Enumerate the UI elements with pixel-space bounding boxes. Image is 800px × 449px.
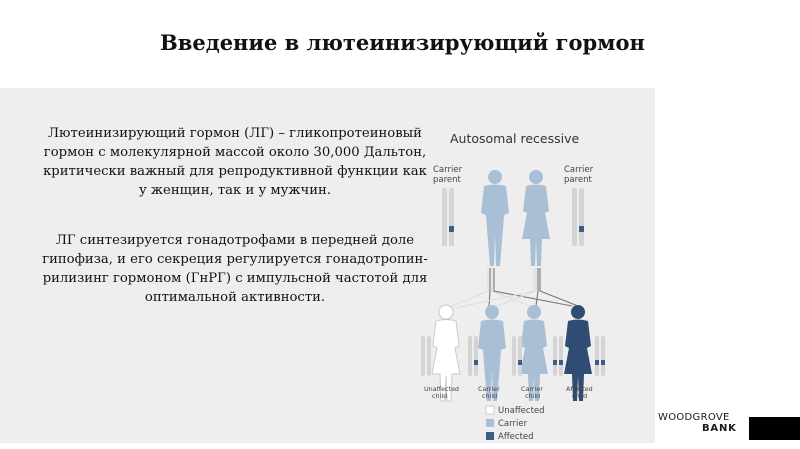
child-2-label-2: child	[482, 392, 497, 400]
parent-left-label-2: parent	[433, 175, 462, 185]
child-3-label-2: child	[525, 392, 540, 400]
child-1-label: Unaffected	[424, 385, 459, 393]
brand-line-1: WOODGROVE	[658, 412, 730, 423]
mother-figure	[522, 170, 550, 266]
child-4-label-2: child	[572, 392, 587, 400]
right-margin	[655, 0, 800, 449]
inheritance-diagram-svg: Autosomal recessive Carrier parent Carri…	[421, 131, 605, 442]
inheritance-arrows	[447, 268, 579, 309]
content-panel	[0, 88, 655, 443]
diagram-title: Autosomal recessive	[450, 131, 579, 146]
legend-carrier-label: Carrier	[498, 419, 528, 429]
child-4-label: Affected	[566, 385, 593, 393]
child-3-label: Carrier	[521, 385, 543, 393]
child-chromosomes	[421, 336, 605, 376]
legend-swatch-carrier	[486, 419, 494, 427]
legend-unaffected-label: Unaffected	[498, 406, 545, 416]
father-figure	[481, 170, 509, 266]
logo-block	[749, 417, 800, 440]
synthesis-paragraph: ЛГ синтезируется гонадотрофами в передне…	[42, 233, 428, 305]
legend-swatch-affected	[486, 432, 494, 440]
intro-paragraph: Лютеинизирующий гормон (ЛГ) – гликопроте…	[43, 126, 427, 198]
child-1-label-2: child	[432, 392, 447, 400]
parent-right-chromosomes	[572, 188, 584, 246]
parent-right-label: Carrier	[564, 165, 594, 175]
legend-swatch-unaffected	[485, 405, 495, 415]
legend-affected-label: Affected	[498, 432, 534, 442]
parent-left-label: Carrier	[433, 165, 463, 175]
parent-right-label-2: parent	[564, 175, 593, 185]
slide-title: Введение в лютеинизирующий гормон	[160, 30, 645, 55]
brand-logo: WOODGROVE BANK	[658, 412, 737, 434]
brand-line-2: BANK	[702, 423, 737, 434]
diagram-legend: Unaffected Carrier Affected	[485, 405, 545, 442]
child-2-label: Carrier	[478, 385, 500, 393]
inheritance-diagram: Autosomal recessive Carrier parent Carri…	[412, 126, 642, 444]
parent-left-chromosomes	[442, 188, 454, 246]
